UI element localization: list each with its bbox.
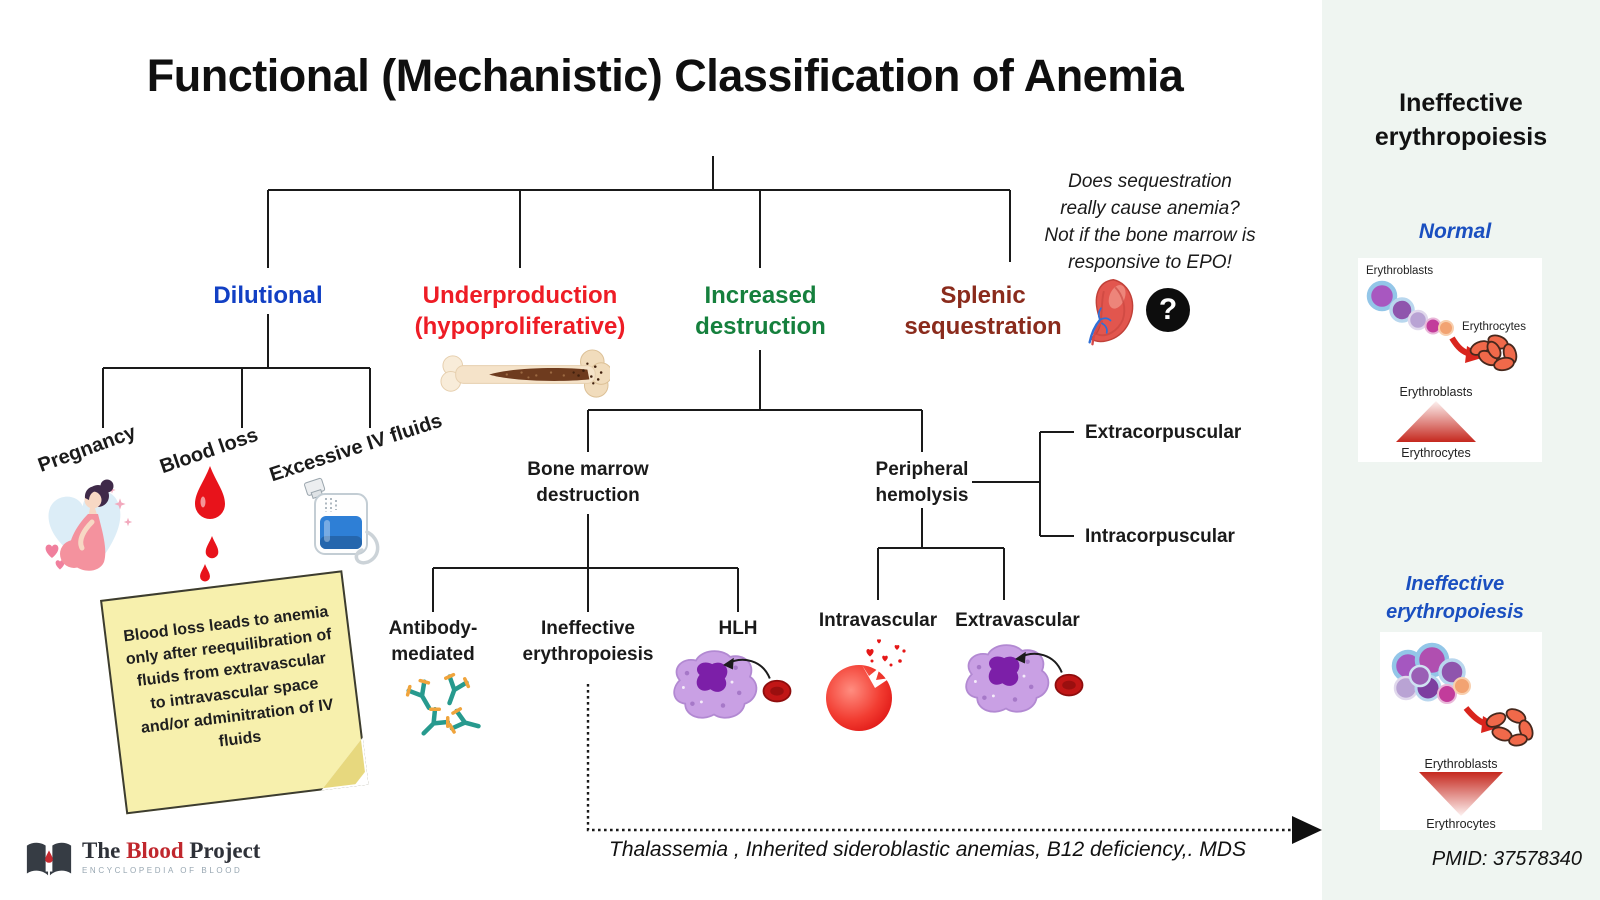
bmd-line1: Bone marrow: [527, 459, 649, 480]
ineffective-examples-text: Thalassemia , Inherited sideroblastic an…: [555, 838, 1300, 862]
logo-word-the: The: [82, 838, 121, 863]
branch-increased-line2: destruction: [695, 313, 826, 340]
sticky-note-text: Blood loss leads to anemia only after re…: [122, 603, 335, 751]
normal-erythropoiesis-card: Erythroblasts Erythrocytes Erythroblasts…: [1358, 258, 1542, 462]
extravascular-text: Extravascular: [955, 610, 1080, 631]
extracorpuscular-text: Extracorpuscular: [1085, 422, 1242, 443]
panel-title-line1: Ineffective: [1399, 89, 1523, 117]
label-intracorpuscular: Intracorpuscular: [1085, 524, 1235, 550]
side-panel-ineffective-erythropoiesis: Ineffective erythropoiesis Normal Erythr…: [1322, 0, 1600, 900]
normal-erythrocytes-label: Erythrocytes: [1462, 321, 1526, 333]
antibody-line1: Antibody-: [388, 618, 478, 639]
logo-tagline: ENCYCLOPEDIA OF BLOOD: [82, 866, 243, 875]
logo-word-blood: Blood: [126, 838, 184, 863]
branch-underproduction-line2: (hypoproliferative): [414, 313, 626, 340]
ineffective-label-line2: erythropoiesis: [1386, 601, 1524, 623]
question-mark-icon: ?: [1146, 288, 1190, 332]
bmd-line2: destruction: [536, 485, 640, 506]
node-ineffective-erythropoiesis: Ineffective erythropoiesis: [508, 616, 668, 668]
panel-title: Ineffective erythropoiesis: [1322, 86, 1600, 154]
logo-wordmark: The Blood Project: [82, 838, 260, 864]
branch-splenic-line2: sequestration: [904, 313, 1062, 340]
normal-erythroblasts-label: Erythroblasts: [1366, 265, 1433, 277]
pregnant-woman-icon: [45, 479, 133, 571]
branch-underproduction-line1: Underproduction: [422, 282, 618, 309]
node-peripheral-hemolysis: Peripheral hemolysis: [852, 457, 992, 509]
hlh-macrophage-icon: [673, 650, 792, 719]
branch-dilutional: Dilutional: [198, 280, 338, 311]
branch-increased-destruction: Increased destruction: [688, 280, 833, 342]
ineffective-erythropoiesis-card: Erythroblasts Erythrocytes: [1380, 632, 1542, 830]
bone-marrow-icon: [440, 349, 610, 398]
ineffective-label-line1: Ineffective: [1405, 573, 1505, 595]
examples-line: Thalassemia , Inherited sideroblastic an…: [609, 838, 1246, 861]
sticky-note-fold: [317, 739, 367, 789]
branch-splenic-sequestration: Splenic sequestration: [893, 280, 1073, 342]
antibody-line2: mediated: [391, 644, 475, 665]
antibodies-icon: [405, 672, 481, 736]
blood-loss-sticky-note: Blood loss leads to anemia only after re…: [100, 570, 369, 815]
node-antibody-mediated: Antibody- mediated: [363, 616, 503, 668]
epo-note-line: really cause anemia?: [1060, 198, 1240, 219]
node-hlh: HLH: [700, 616, 776, 642]
epo-note-line: Not if the bone marrow is: [1044, 225, 1256, 246]
node-intravascular: Intravascular: [813, 608, 943, 634]
node-bone-marrow-destruction: Bone marrow destruction: [513, 457, 663, 509]
panel-title-line2: erythropoiesis: [1374, 123, 1548, 151]
burst-rbc-icon: [826, 639, 906, 731]
pmid-reference: PMID: 37578340: [1322, 848, 1582, 871]
ineffective-triangle-bottom-label: Erythrocytes: [1426, 817, 1495, 830]
ineffective-triangle-top-label: Erythroblasts: [1425, 757, 1498, 771]
page-title: Functional (Mechanistic) Classification …: [146, 50, 1184, 101]
open-book-icon: [26, 842, 72, 876]
epo-note-line: responsive to EPO!: [1068, 252, 1232, 273]
ineffective-line2: erythropoiesis: [522, 644, 654, 665]
node-extravascular: Extravascular: [950, 608, 1085, 634]
panel-normal-label: Normal: [1322, 220, 1588, 244]
intravascular-text: Intravascular: [818, 610, 938, 631]
epo-note-line: Does sequestration: [1068, 171, 1232, 192]
logo-word-project: Project: [189, 838, 261, 863]
ineffective-line1: Ineffective: [541, 618, 635, 639]
normal-label-text: Normal: [1418, 220, 1492, 243]
branch-underproduction: Underproduction (hypoproliferative): [405, 280, 635, 342]
branch-increased-line1: Increased: [704, 282, 817, 309]
iv-bag-icon: [304, 477, 380, 565]
branch-dilutional-label: Dilutional: [213, 282, 323, 309]
branch-splenic-line1: Splenic: [940, 282, 1026, 309]
extravascular-macrophage-icon: [965, 644, 1084, 713]
spleen-icon: [1088, 279, 1134, 346]
normal-triangle-bottom-label: Erythrocytes: [1401, 446, 1470, 460]
question-mark-glyph: ?: [1158, 293, 1178, 326]
ph-line1: Peripheral: [875, 459, 969, 480]
hlh-text: HLH: [718, 618, 758, 639]
intracorpuscular-text: Intracorpuscular: [1085, 526, 1235, 547]
normal-triangle-top-label: Erythroblasts: [1400, 385, 1473, 399]
ph-line2: hemolysis: [875, 485, 969, 506]
panel-ineffective-label: Ineffective erythropoiesis: [1322, 570, 1588, 626]
pmid-text: PMID: 37578340: [1431, 848, 1582, 870]
sequestration-epo-note: Does sequestration really cause anemia? …: [1028, 168, 1272, 276]
label-extracorpuscular: Extracorpuscular: [1085, 420, 1241, 446]
